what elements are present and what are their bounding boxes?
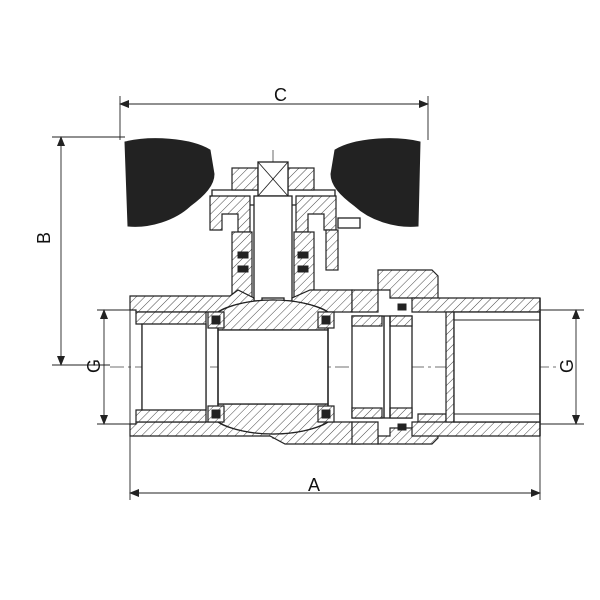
male-tailpiece	[411, 297, 541, 437]
dimension-b: B	[34, 136, 125, 366]
dimension-b-label: B	[34, 232, 54, 244]
dimension-a-label: A	[308, 475, 320, 495]
seats	[207, 311, 335, 423]
dimension-g-left-label: G	[84, 359, 104, 373]
ball	[217, 299, 329, 435]
dimension-g-right-label: G	[557, 359, 577, 373]
dimension-c-label: C	[274, 85, 287, 105]
dimension-c: C	[119, 85, 429, 140]
union-coupling	[351, 269, 447, 445]
handle-nut	[231, 161, 315, 197]
dimension-a: A	[129, 430, 541, 500]
dimension-g-right: G	[540, 309, 584, 425]
dimension-g-left: G	[84, 309, 136, 425]
